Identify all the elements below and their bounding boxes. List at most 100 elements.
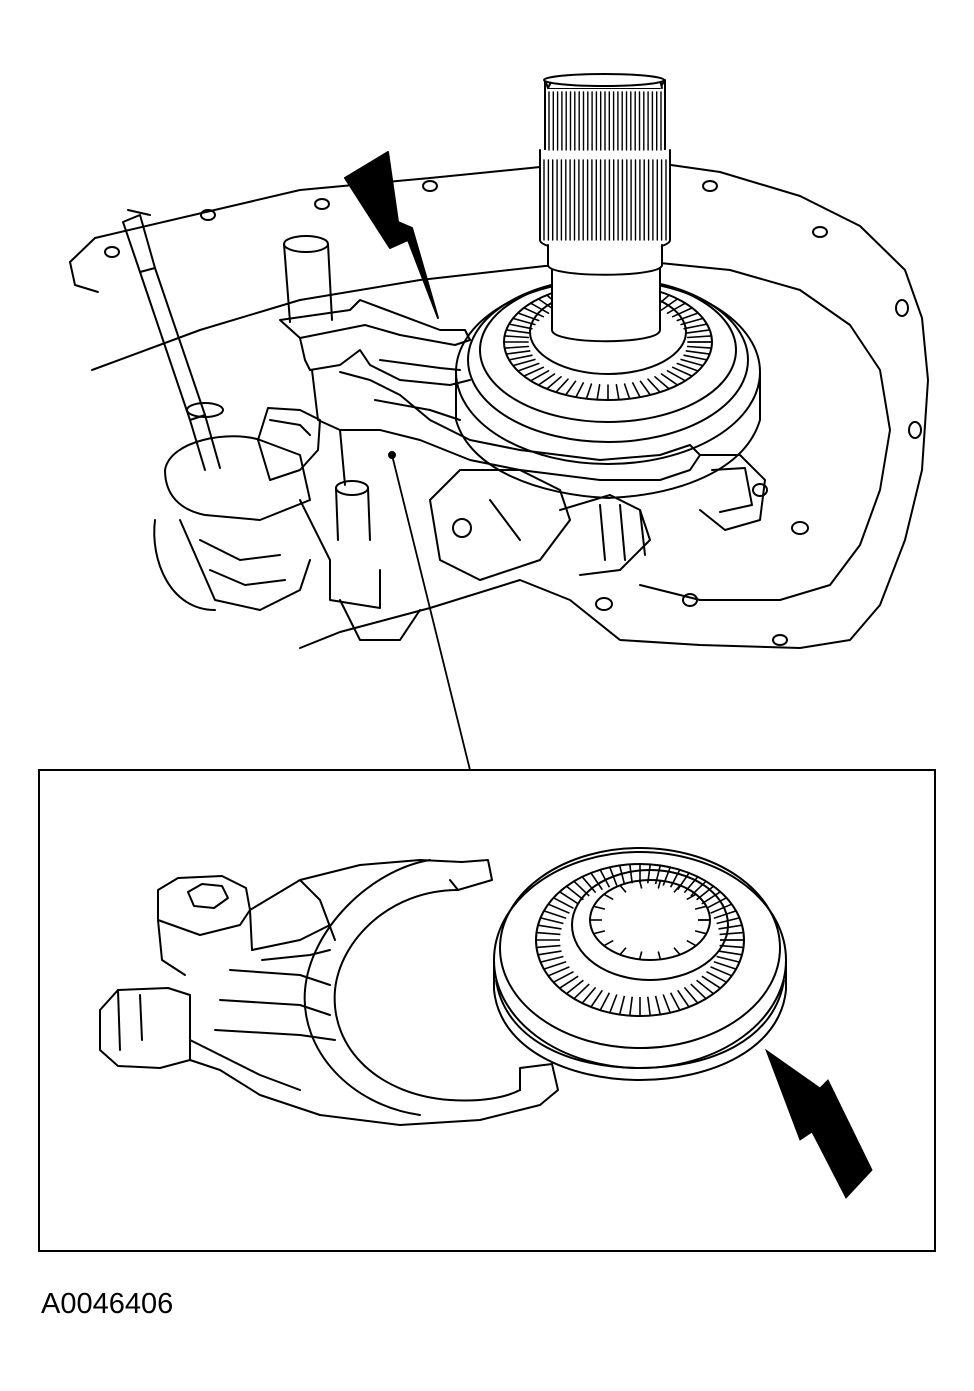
gear-tooth [553, 897, 574, 910]
gear-tooth [683, 876, 699, 894]
gear-tooth [629, 996, 633, 1016]
gear-tooth [629, 864, 633, 884]
gear-tooth [710, 966, 733, 977]
case-flange [69, 161, 929, 649]
gear-tooth [686, 939, 697, 947]
bolt-hole [314, 198, 330, 210]
gear-tooth [546, 375, 562, 390]
gear-tooth [536, 944, 561, 949]
gear-tooth [716, 955, 740, 963]
shaft-splines [543, 91, 667, 241]
gear-tooth [657, 880, 662, 889]
gear-tooth [517, 362, 540, 372]
gear-tooth [512, 317, 536, 326]
gear-tooth [666, 369, 687, 382]
gear-tooth [706, 970, 727, 983]
gear-tooth [680, 358, 704, 367]
gear-tooth [654, 375, 670, 390]
gear-tooth [719, 944, 744, 949]
gear-tooth [615, 383, 620, 401]
gear-tooth [609, 867, 618, 886]
gear-tooth [593, 930, 606, 935]
gear-tooth [686, 893, 697, 901]
gear-tooth [536, 931, 561, 936]
gear-tooth [673, 947, 681, 956]
removed-synchronizer-teeth [536, 864, 744, 1016]
gear-tooth [669, 992, 681, 1011]
gear-tooth [719, 931, 744, 936]
gear-tooth [638, 880, 643, 889]
gear-tooth [505, 350, 531, 355]
gear-tooth [573, 880, 590, 897]
gear-tooth [673, 884, 681, 893]
gear-tooth [623, 383, 631, 400]
detail-frame [38, 769, 936, 1252]
gear-tooth [696, 885, 714, 901]
gear-tooth [683, 986, 699, 1004]
gear-tooth [547, 966, 570, 977]
gear-tooth [593, 905, 606, 910]
bolt-hole [812, 226, 828, 238]
gear-tooth [503, 345, 530, 349]
bolt-hole [791, 521, 809, 535]
gear-tooth [540, 955, 564, 963]
detail-leader-line [391, 454, 471, 771]
gear-tooth [581, 876, 597, 894]
gear-tooth [683, 323, 708, 330]
gear-tooth [575, 382, 585, 399]
gear-tooth [618, 995, 626, 1015]
center-shift-rail [283, 235, 371, 541]
gear-tooth [581, 986, 597, 1004]
bolt-hole [702, 180, 718, 192]
interlock-housing [153, 435, 421, 641]
gear-tooth [609, 994, 618, 1013]
flange-bolt-holes [104, 180, 922, 646]
gear-tooth [537, 373, 556, 386]
removed-shift-fork [99, 859, 559, 1126]
upper-assembly-view [69, 73, 929, 771]
gear-tooth [590, 989, 603, 1008]
bolt-hole [104, 246, 120, 258]
gear-tooth [599, 992, 611, 1011]
left-shift-rail [122, 214, 224, 471]
gear-tooth [718, 924, 743, 930]
gear-tooth [618, 865, 626, 885]
bolt-hole [595, 597, 613, 611]
bolt-hole [752, 483, 768, 497]
fork-pointer-arrow [344, 151, 439, 319]
gear-tooth [599, 869, 611, 888]
gear-tooth [696, 979, 714, 995]
gear-tooth [701, 891, 721, 905]
gear-tooth [710, 903, 733, 914]
bolt-hole [772, 634, 788, 646]
gear-tooth [590, 872, 603, 891]
gear-tooth [512, 358, 536, 367]
gear-tooth [537, 924, 562, 930]
gear-tooth [718, 950, 743, 956]
gear-tooth [573, 983, 590, 1000]
gear-tooth [508, 323, 533, 330]
gear-tooth [564, 380, 577, 396]
bolt-hole [682, 593, 698, 607]
gear-tooth [686, 345, 713, 349]
gear-tooth [654, 995, 662, 1015]
gear-tooth [676, 362, 699, 372]
gear-tooth [505, 329, 531, 334]
gear-tooth [603, 939, 614, 947]
gear-tooth [680, 317, 704, 326]
gear-tooth [694, 930, 707, 935]
gear-tooth [706, 897, 727, 910]
gear-tooth [647, 996, 651, 1016]
gear-tooth [603, 893, 614, 901]
gear-tooth [686, 335, 713, 339]
gear-tooth [685, 329, 711, 334]
gear-tooth [690, 983, 707, 1000]
gear-tooth [553, 970, 574, 983]
gear-tooth [631, 382, 641, 399]
gear-tooth [716, 917, 740, 925]
bolt-hole [895, 299, 909, 317]
gear-tooth [639, 380, 652, 396]
gear-tooth [559, 891, 579, 905]
gear-tooth [559, 975, 579, 989]
gear-tooth [503, 335, 530, 339]
